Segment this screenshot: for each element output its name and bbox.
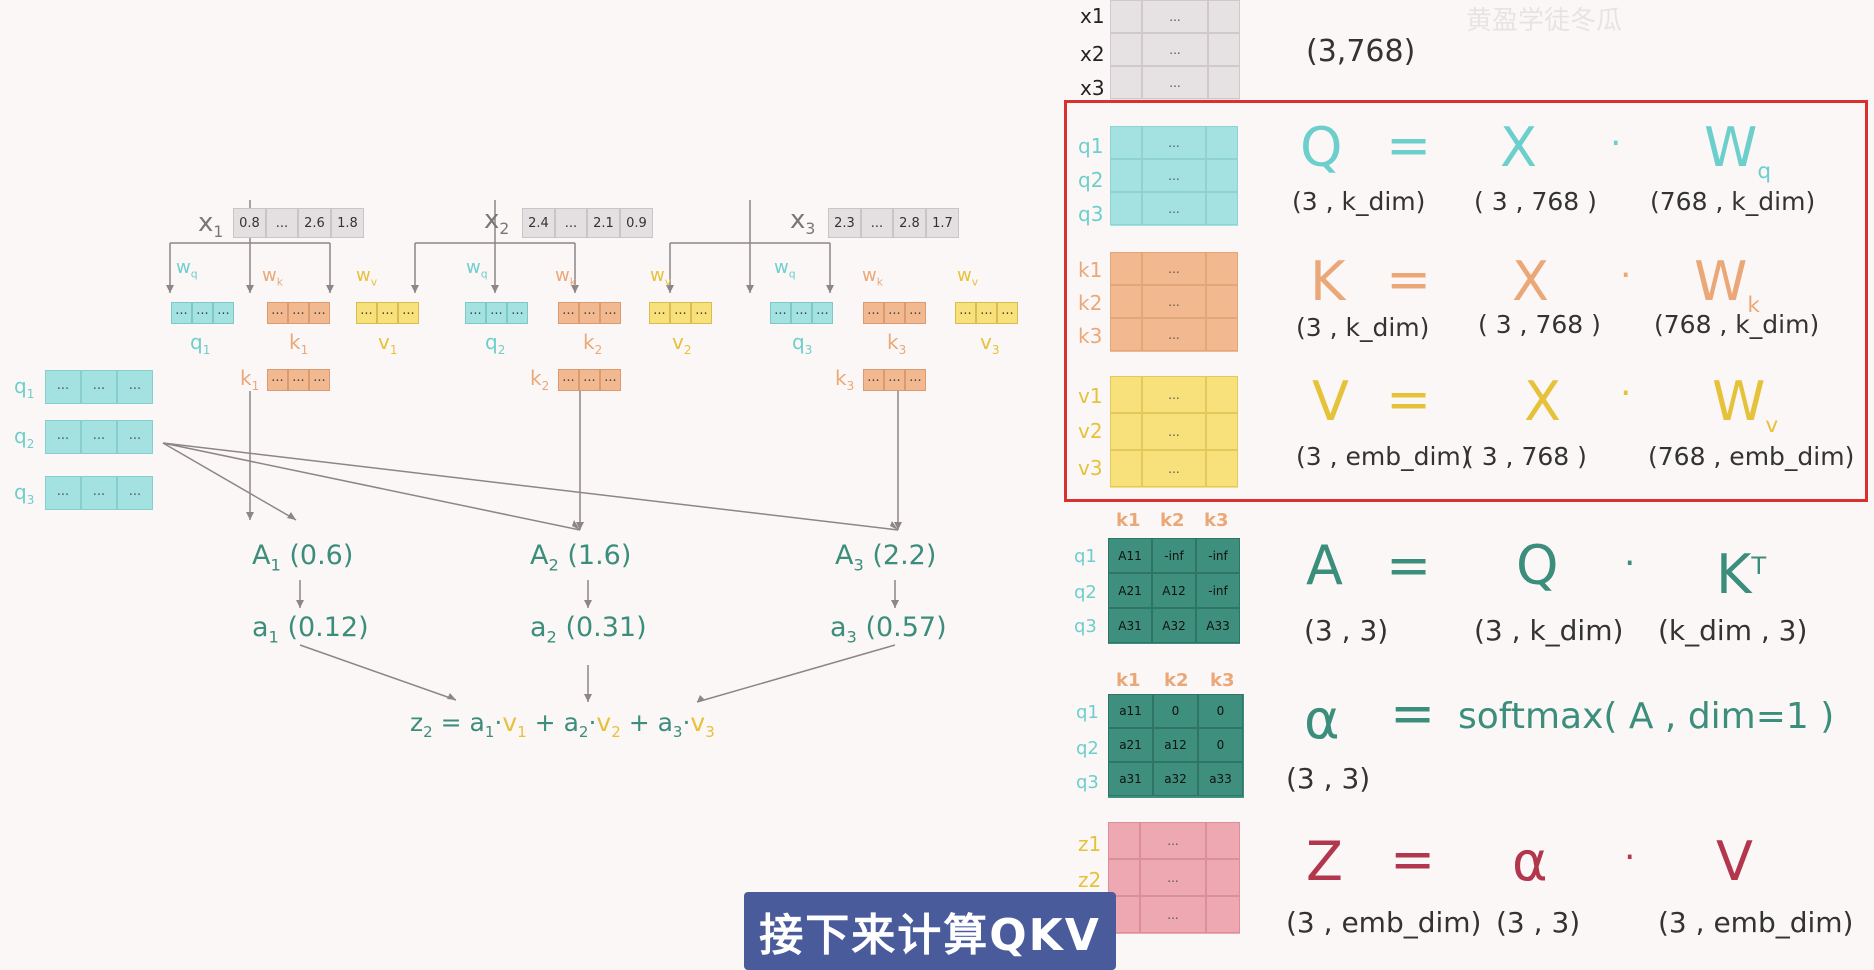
subtitle-text: 接下来计算QKV: [759, 910, 1101, 961]
subtitle-banner: 接下来计算QKV: [744, 892, 1116, 970]
highlight-box: [1064, 100, 1868, 502]
token-label: x1: [198, 208, 224, 242]
row-label: q3: [14, 480, 35, 507]
z-formula: z2 = a1·v1 + a2·v2 + a3·v3: [410, 708, 715, 741]
watermark: 黄盈学徒冬瓜: [1466, 6, 1623, 36]
row-label: q2: [14, 424, 35, 451]
token-label: x3: [790, 205, 816, 239]
row-label: q1: [14, 374, 35, 401]
token-label: x2: [484, 205, 510, 239]
